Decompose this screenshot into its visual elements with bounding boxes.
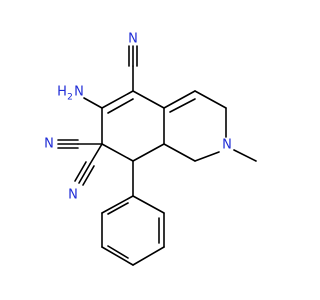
bond-c4-c3	[194, 90, 227, 109]
triple-bond-7b-1	[78, 163, 91, 184]
nitrile-n-lower-label: N	[68, 188, 78, 203]
amino-count-label: 2	[67, 93, 73, 103]
amino-n-label: N	[74, 85, 84, 100]
nitrile-n-top-label: N	[128, 32, 138, 47]
triple-bond-7b-2	[74, 161, 87, 182]
bond-c7-cn-lower	[89, 143, 103, 165]
bond-c6-nh2	[83, 97, 103, 109]
structure-canvas: N H 2 N N N N	[44, 32, 257, 266]
ring-nitrogen-label: N	[222, 138, 232, 153]
nitrile-n-left-label: N	[44, 137, 54, 152]
phenyl-bond-1	[132, 195, 165, 214]
bond-c4a-c4-double	[163, 90, 196, 109]
bond-c4a-c5	[132, 90, 165, 109]
bond-n-methyl	[233, 149, 257, 162]
phenyl-bond-3	[132, 246, 165, 266]
bond-c4a-c4-double-inner	[169, 98, 196, 113]
triple-bond-7b-3	[82, 165, 95, 186]
molecule-structure: N H 2 N N N N	[44, 32, 257, 266]
phenyl-double-b	[107, 245, 129, 259]
bond-c1-c8a	[163, 143, 196, 162]
phenyl-bond-4	[101, 246, 134, 266]
amino-h-label: H	[57, 85, 67, 100]
phenyl-double-c	[107, 202, 129, 215]
bond-c8-c8a	[132, 143, 165, 162]
bond-n-c1	[194, 151, 220, 162]
phenyl-bond-6	[101, 195, 134, 214]
bond-c5-c6-double-inner	[107, 98, 134, 114]
bond-c7-c8	[101, 143, 134, 162]
bond-c5-c6-double	[101, 90, 134, 109]
